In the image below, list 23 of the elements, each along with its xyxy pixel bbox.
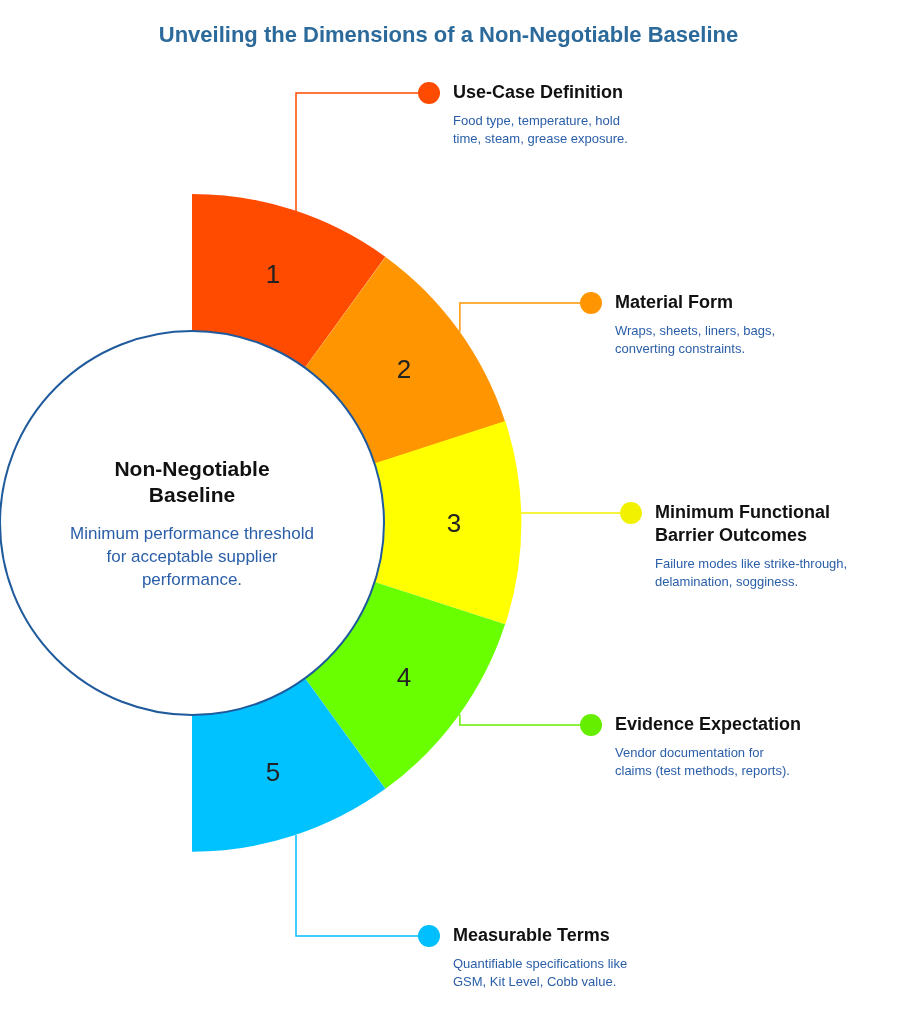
heading-text: Evidence Expectation xyxy=(615,713,802,736)
heading-text: Non-Negotiable Baseline xyxy=(113,455,271,508)
segment-number: 5 xyxy=(265,756,281,788)
description-text: Quantifiable specifications like GSM, Kit Level, Cobb value. xyxy=(453,955,629,991)
segment-number: 2 xyxy=(396,353,412,385)
leader-line xyxy=(459,292,603,333)
description-text: Minimum performance threshold for acceptable supplier performance. xyxy=(69,522,315,591)
leader-line xyxy=(295,834,441,947)
segment-number: 4 xyxy=(396,661,412,693)
diagram-title: Unveiling the Dimensions of a Non-Negotiable Baseline xyxy=(157,22,740,48)
leader-line xyxy=(295,82,441,212)
description-text: Food type, temperature, hold time, steam, grease exposure. xyxy=(453,112,629,148)
description-text: Vendor documentation for claims (test methods, reports). xyxy=(615,744,791,780)
leader-line xyxy=(459,713,603,736)
description-text: Failure modes like strike-through, delamination, sogginess. xyxy=(655,555,849,591)
heading-text: Minimum Functional Barrier Outcomes xyxy=(655,501,831,547)
heading-text: Use-Case Definition xyxy=(453,81,625,104)
heading-text: Measurable Terms xyxy=(453,924,611,947)
description-text: Wraps, sheets, liners, bags, converting constraints. xyxy=(615,322,777,358)
heading-text: Material Form xyxy=(615,291,735,314)
segment-number: 3 xyxy=(446,507,462,539)
segment-number: 1 xyxy=(265,258,281,290)
leader-line xyxy=(520,502,643,524)
